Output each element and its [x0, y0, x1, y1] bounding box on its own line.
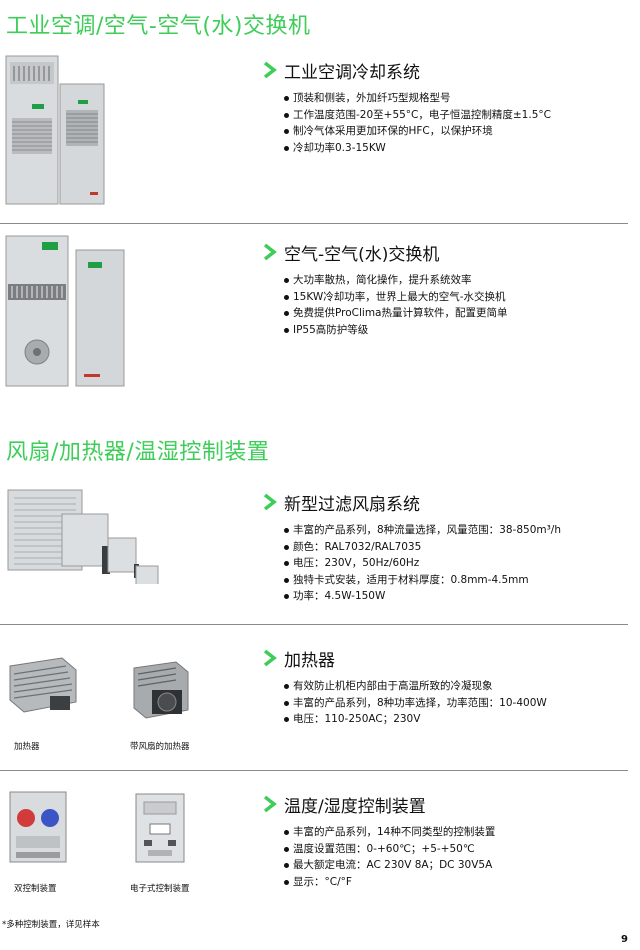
- feature-item: 制冷气体采用更加环保的HFC，以保护环境: [284, 123, 632, 140]
- product-heading-text: 温度/湿度控制装置: [284, 796, 426, 817]
- feature-item: 大功率散热，简化操作，提升系统效率: [284, 272, 632, 289]
- caption-heater: 加热器: [14, 742, 40, 752]
- feature-item: 免费提供ProClima热量计算软件，配置更简单: [284, 305, 632, 322]
- electronic-controller-image: [135, 793, 185, 863]
- chevron-right-icon: [263, 493, 277, 511]
- feature-item: 电压：110-250AC；230V: [284, 711, 632, 728]
- product-heading: 加热器: [262, 646, 632, 671]
- feature-list: 丰富的产品系列，14种不同类型的控制装置 温度设置范围：0-+60℃；+5-+5…: [284, 824, 632, 890]
- product-heater: 加热器 有效防止机柜内部由于高温所致的冷凝现象 丰富的产品系列，8种功率选择，功…: [262, 646, 632, 728]
- footnote: *多种控制装置，详见样本: [2, 920, 100, 930]
- divider: [0, 624, 628, 625]
- product-heat-exchanger: 空气-空气(水)交换机 大功率散热，简化操作，提升系统效率 15KW冷却功率，世…: [262, 240, 632, 338]
- feature-item: 电压：230V，50Hz/60Hz: [284, 555, 632, 572]
- divider: [0, 770, 628, 771]
- product-heading: 温度/湿度控制装置: [262, 792, 632, 817]
- chevron-right-icon: [263, 61, 277, 79]
- feature-item: 工作温度范围-20至+55°C，电子恒温控制精度±1.5°C: [284, 107, 632, 124]
- fan-heater-image: [133, 661, 189, 719]
- product-heading: 空气-空气(水)交换机: [262, 240, 632, 265]
- cabinet-air-conditioner-image: [5, 55, 105, 205]
- product-heading-text: 空气-空气(水)交换机: [284, 244, 440, 265]
- divider: [0, 223, 628, 224]
- feature-item: 独特卡式安装，适用于材料厚度：0.8mm-4.5mm: [284, 572, 632, 589]
- filter-fan-image: [7, 489, 159, 584]
- product-heading-text: 新型过滤风扇系统: [284, 494, 420, 515]
- product-filter-fan: 新型过滤风扇系统 丰富的产品系列，8种流量选择，风量范围：38-850m³/h …: [262, 490, 632, 605]
- caption-electronic-controller: 电子式控制装置: [130, 884, 190, 894]
- feature-list: 顶装和侧装，外加纤巧型规格型号 工作温度范围-20至+55°C，电子恒温控制精度…: [284, 90, 632, 156]
- feature-list: 大功率散热，简化操作，提升系统效率 15KW冷却功率，世界上最大的空气-水交换机…: [284, 272, 632, 338]
- feature-item: 顶装和侧装，外加纤巧型规格型号: [284, 90, 632, 107]
- chevron-right-icon: [263, 649, 277, 667]
- product-heading: 工业空调冷却系统: [262, 58, 632, 83]
- feature-item: 最大额定电流：AC 230V 8A；DC 30V5A: [284, 857, 632, 874]
- caption-fan-heater: 带风扇的加热器: [130, 742, 190, 752]
- feature-item: 温度设置范围：0-+60℃；+5-+50℃: [284, 841, 632, 858]
- feature-item: IP55高防护等级: [284, 322, 632, 339]
- feature-list: 丰富的产品系列，8种流量选择，风量范围：38-850m³/h 颜色：RAL703…: [284, 522, 632, 605]
- dual-controller-image: [9, 791, 67, 863]
- feature-list: 有效防止机柜内部由于高温所致的冷凝现象 丰富的产品系列，8种功率选择，功率范围：…: [284, 678, 632, 728]
- product-controller: 温度/湿度控制装置 丰富的产品系列，14种不同类型的控制装置 温度设置范围：0-…: [262, 792, 632, 890]
- page-number: 9: [621, 934, 628, 945]
- feature-item: 丰富的产品系列，14种不同类型的控制装置: [284, 824, 632, 841]
- feature-item: 显示：°C/°F: [284, 874, 632, 891]
- product-heading-text: 加热器: [284, 650, 335, 671]
- chevron-right-icon: [263, 243, 277, 261]
- feature-item: 功率：4.5W-150W: [284, 588, 632, 605]
- feature-item: 丰富的产品系列，8种功率选择，功率范围：10-400W: [284, 695, 632, 712]
- caption-dual-controller: 双控制装置: [14, 884, 57, 894]
- section-title-cooling: 工业空调/空气-空气(水)交换机: [6, 14, 311, 39]
- heat-exchanger-image: [5, 235, 125, 387]
- product-heading: 新型过滤风扇系统: [262, 490, 632, 515]
- product-heading-text: 工业空调冷却系统: [284, 62, 420, 83]
- feature-item: 冷却功率0.3-15KW: [284, 140, 632, 157]
- product-cooling-system: 工业空调冷却系统 顶装和侧装，外加纤巧型规格型号 工作温度范围-20至+55°C…: [262, 58, 632, 156]
- feature-item: 丰富的产品系列，8种流量选择，风量范围：38-850m³/h: [284, 522, 632, 539]
- section-title-fans-heaters: 风扇/加热器/温湿控制装置: [6, 440, 270, 465]
- chevron-right-icon: [263, 795, 277, 813]
- heater-image: [9, 657, 77, 713]
- feature-item: 15KW冷却功率，世界上最大的空气-水交换机: [284, 289, 632, 306]
- feature-item: 有效防止机柜内部由于高温所致的冷凝现象: [284, 678, 632, 695]
- feature-item: 颜色：RAL7032/RAL7035: [284, 539, 632, 556]
